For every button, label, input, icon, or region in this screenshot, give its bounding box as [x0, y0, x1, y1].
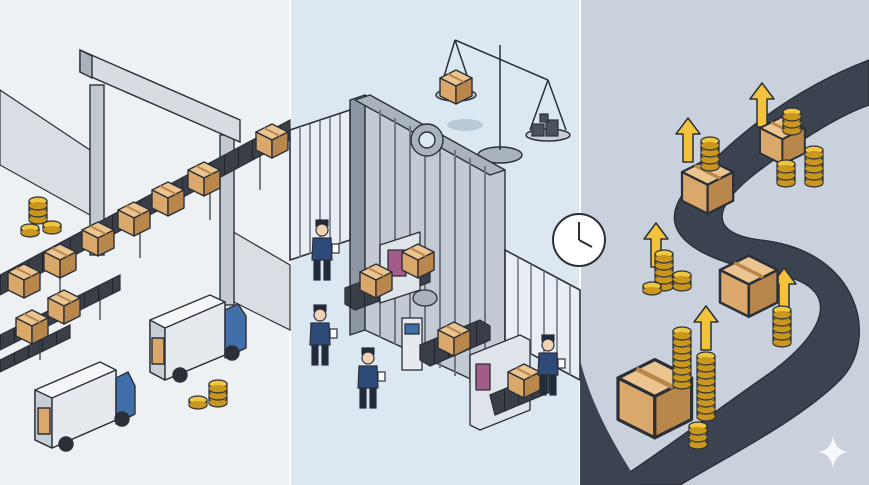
- package: [43, 243, 77, 279]
- package: [81, 221, 115, 257]
- package: [15, 309, 49, 345]
- panel-customs: [289, 39, 606, 431]
- package: [401, 243, 435, 279]
- customs-gate: [349, 94, 506, 396]
- package: [255, 123, 289, 159]
- clock-icon: [552, 213, 606, 267]
- panel-logistics: [0, 48, 291, 452]
- package: [151, 181, 185, 217]
- package: [7, 263, 41, 299]
- package: [439, 69, 473, 105]
- package: [359, 263, 393, 299]
- gantry: [79, 48, 241, 306]
- package: [187, 161, 221, 197]
- sparkle-icon: [818, 436, 848, 468]
- package: [117, 201, 151, 237]
- package: [507, 363, 541, 399]
- coin-stack: [700, 136, 720, 172]
- scanner-kiosk: [401, 289, 438, 371]
- package: [47, 289, 81, 325]
- coin-stack: [772, 305, 792, 348]
- package: [437, 321, 471, 357]
- delivery-truck: [34, 361, 136, 452]
- package: [718, 253, 780, 319]
- weights: [531, 113, 559, 137]
- delivery-truck: [149, 294, 247, 383]
